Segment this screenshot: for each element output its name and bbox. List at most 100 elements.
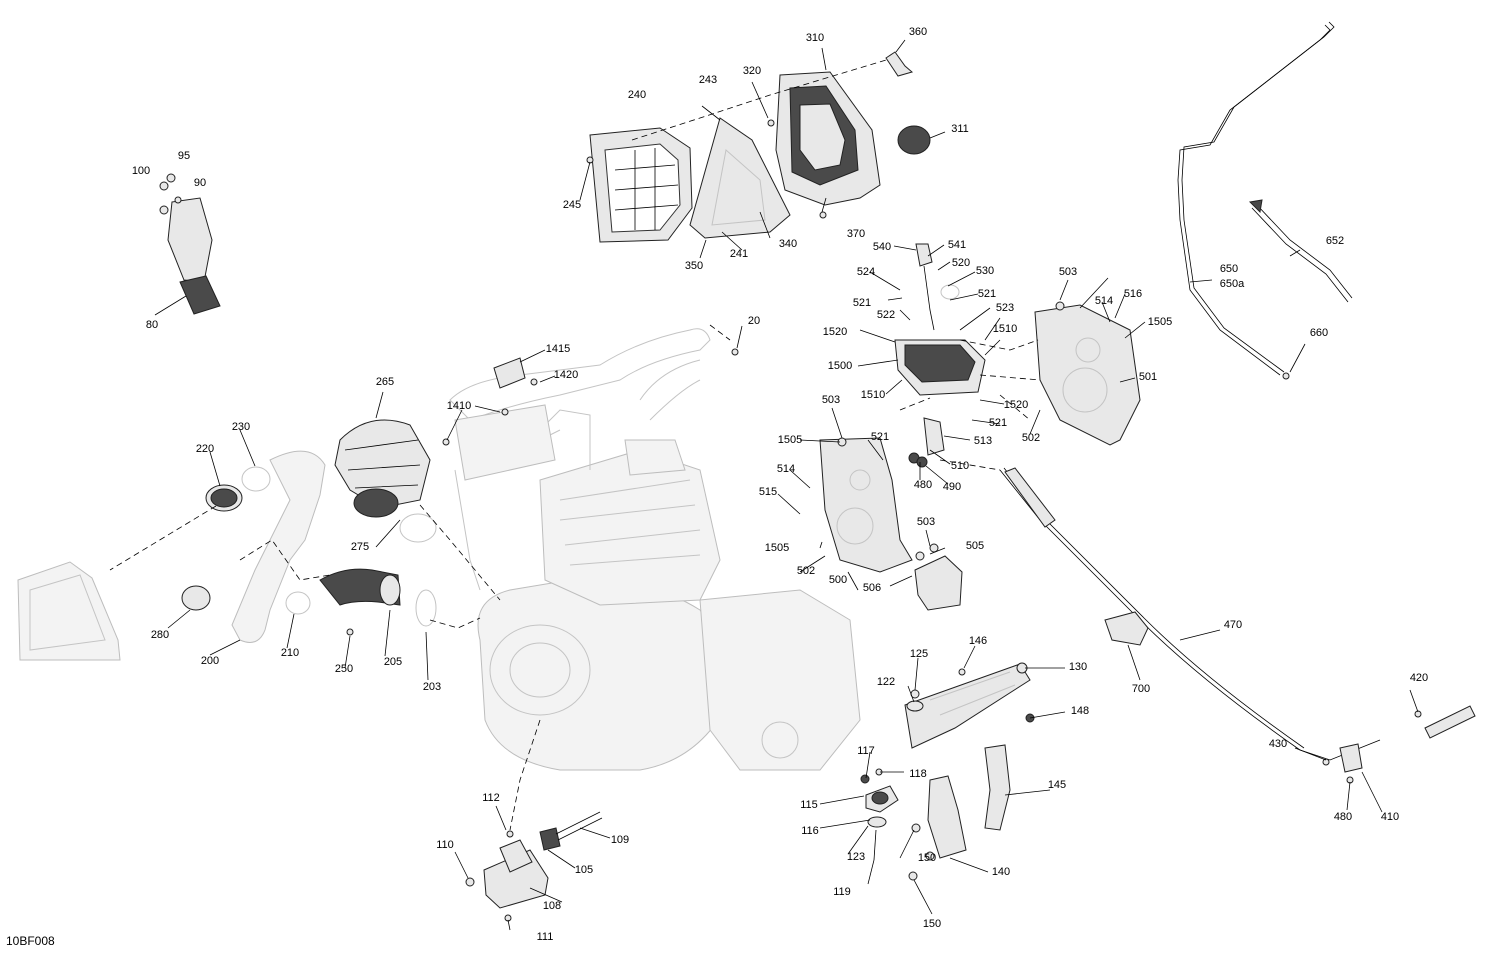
callout-label-650a: 650a [1220,278,1245,290]
callout-label-700: 700 [1132,683,1150,695]
callout-label-660: 660 [1310,327,1328,339]
callout-label-109: 109 [611,834,629,846]
callout-label-105: 105 [575,864,593,876]
callout-label-520: 520 [952,257,970,269]
callout-label-1520: 1520 [823,326,847,338]
callout-label-150: 150 [923,918,941,930]
callout-labels: 2080909510010510810911011111211511611711… [132,26,1428,943]
callout-label-521: 521 [978,288,996,300]
callout-label-110: 110 [436,839,454,851]
cables [999,21,1476,761]
callout-label-205: 205 [384,656,402,668]
air-filter-housing-ghost [17,561,121,661]
callout-label-470: 470 [1224,619,1242,631]
callout-label-20: 20 [748,315,760,327]
callout-label-100: 100 [132,165,150,177]
callout-label-1415: 1415 [546,343,570,355]
callout-label-523: 523 [996,302,1014,314]
engine-mount-parts [465,611,1422,922]
callout-label-111: 111 [537,931,554,943]
callout-label-210: 210 [281,647,299,659]
callout-label-1505: 1505 [778,434,802,446]
ecu-bracket-parts [442,348,739,446]
callout-label-130: 130 [1069,661,1087,673]
callout-label-514: 514 [777,463,795,475]
callout-label-650: 650 [1220,263,1238,275]
callout-label-245: 245 [563,199,581,211]
callout-label-112: 112 [482,792,500,804]
callout-label-311: 311 [951,123,969,135]
callout-label-480: 480 [914,479,932,491]
callout-label-241: 241 [730,248,748,260]
callout-label-90: 90 [194,177,206,189]
callout-label-500: 500 [829,574,847,586]
callout-label-503: 503 [1059,266,1077,278]
callout-label-515: 515 [759,486,777,498]
callout-label-350: 350 [685,260,703,272]
callout-label-1500: 1500 [828,360,852,372]
callout-label-360: 360 [909,26,927,38]
callout-label-340: 340 [779,238,797,250]
callout-label-1410: 1410 [447,400,471,412]
callout-label-1510: 1510 [861,389,885,401]
callout-label-203: 203 [423,681,441,693]
callout-label-108: 108 [543,900,561,912]
callout-label-310: 310 [806,32,824,44]
callout-label-200: 200 [201,655,219,667]
leader-lines [154,39,1419,931]
callout-label-275: 275 [351,541,369,553]
callout-label-150: 150 [918,852,936,864]
callout-label-320: 320 [743,65,761,77]
assembly-dashed-lines [109,59,1041,831]
callout-label-510: 510 [951,460,969,472]
callout-label-243: 243 [699,74,717,86]
callout-label-430: 430 [1269,738,1287,750]
callout-label-265: 265 [376,376,394,388]
callout-label-514: 514 [1095,295,1113,307]
air-box-assembly [586,51,931,243]
throttle-pedal-assembly [159,173,221,315]
callout-label-420: 420 [1410,672,1428,684]
callout-label-521: 521 [989,417,1007,429]
callout-label-1505: 1505 [1148,316,1172,328]
intake-tube-assembly [181,419,437,643]
callout-label-505: 505 [966,540,984,552]
callout-label-122: 122 [877,676,895,688]
callout-label-145: 145 [1048,779,1066,791]
callout-label-516: 516 [1124,288,1142,300]
callout-label-530: 530 [976,265,994,277]
callout-label-125: 125 [910,648,928,660]
callout-label-220: 220 [196,443,214,455]
figure-reference-id: 10BF008 [6,934,55,948]
callout-label-1505: 1505 [765,542,789,554]
callout-label-502: 502 [797,565,815,577]
callout-label-410: 410 [1381,811,1399,823]
callout-label-521: 521 [871,431,889,443]
callout-label-540: 540 [873,241,891,253]
callout-label-513: 513 [974,435,992,447]
callout-label-506: 506 [863,582,881,594]
callout-label-95: 95 [178,150,190,162]
callout-label-524: 524 [857,266,875,278]
callout-label-480: 480 [1334,811,1352,823]
callout-label-280: 280 [151,629,169,641]
callout-label-522: 522 [877,309,895,321]
callout-label-490: 490 [943,481,961,493]
callout-label-502: 502 [1022,432,1040,444]
callout-label-652: 652 [1326,235,1344,247]
callout-label-148: 148 [1071,705,1089,717]
callout-label-1510: 1510 [993,323,1017,335]
engine-assembly-ghost [449,328,861,771]
callout-label-370: 370 [847,228,865,240]
callout-label-521: 521 [853,297,871,309]
callout-label-123: 123 [847,851,865,863]
callout-label-541: 541 [948,239,966,251]
callout-label-115: 115 [800,799,818,811]
callout-label-1520: 1520 [1004,399,1028,411]
callout-label-146: 146 [969,635,987,647]
callout-label-503: 503 [917,516,935,528]
callout-label-116: 116 [801,825,819,837]
callout-label-80: 80 [146,319,158,331]
